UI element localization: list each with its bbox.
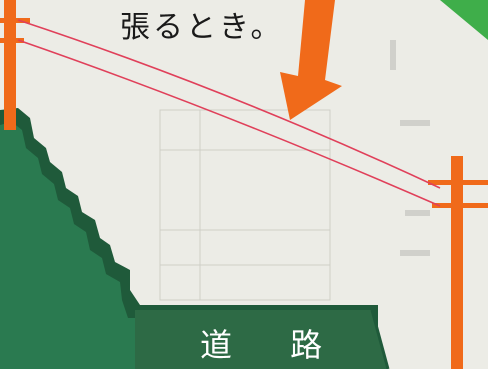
left-utility-pole-icon bbox=[0, 0, 30, 130]
caption-text: 張るとき。 bbox=[120, 10, 284, 45]
stepped-slope bbox=[0, 122, 370, 369]
background-table-outline bbox=[159, 109, 331, 301]
road-edge bbox=[370, 309, 390, 369]
power-wires bbox=[17, 19, 441, 207]
background-faint-text bbox=[390, 40, 430, 256]
road-label: 道 路 bbox=[200, 326, 347, 364]
arrow-down-left-icon bbox=[280, 0, 342, 120]
wire-upper bbox=[17, 19, 441, 189]
right-utility-pole-icon bbox=[428, 156, 488, 369]
wire-lower bbox=[17, 39, 441, 207]
green-corner-accent bbox=[440, 0, 488, 40]
road bbox=[135, 310, 388, 369]
